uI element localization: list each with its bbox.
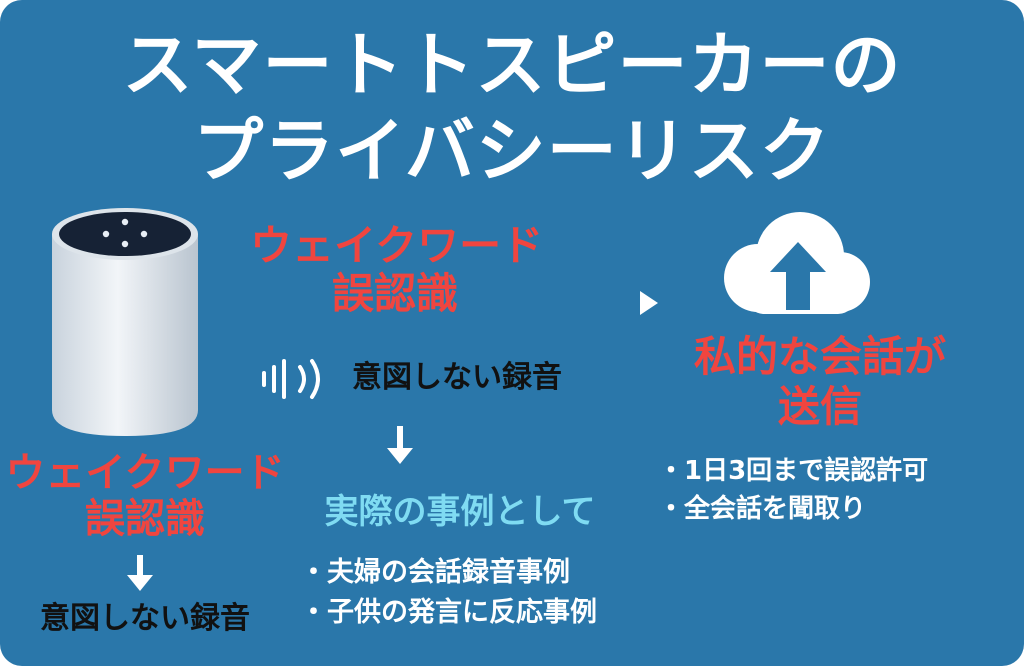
left-heading-line-1: ウェイクワード	[5, 450, 285, 496]
title-line-1: スマートトスピーカーの	[122, 24, 902, 106]
list-item: ・全会話を聞取り	[658, 494, 867, 524]
cloud-upload-icon	[724, 212, 870, 314]
play-triangle-icon	[640, 291, 658, 315]
left-heading-line-2: 誤認識	[85, 496, 205, 542]
right-heading-line-1: 私的な会話が	[693, 332, 946, 381]
list-item: ・夫婦の会話録音事例	[300, 557, 570, 588]
left-heading: ウェイクワード 誤認識	[0, 450, 290, 542]
middle-heading: ウェイクワード 誤認識	[250, 221, 544, 318]
left-result-text: 意図しない録音	[40, 601, 250, 636]
arrow-down-icon	[387, 426, 413, 464]
right-points-list: ・1日3回まで誤認許可 ・全会話を聞取り	[658, 452, 928, 528]
examples-heading: 実際の事例として	[324, 492, 596, 532]
right-heading-line-2: 送信	[777, 382, 862, 431]
sound-waves-icon	[262, 359, 320, 399]
arrow-down-icon	[127, 555, 153, 591]
middle-heading-line-2: 誤認識	[331, 269, 458, 318]
title-line-2: プライバシーリスク	[193, 110, 831, 192]
middle-heading-line-1: ウェイクワード	[250, 221, 544, 270]
page-title: スマートトスピーカーの プライバシーリスク	[0, 22, 1024, 194]
list-item: ・子供の発言に反応事例	[300, 597, 597, 628]
list-item: ・1日3回まで誤認許可	[658, 456, 929, 486]
right-heading: 私的な会話が 送信	[650, 332, 990, 432]
examples-list: ・夫婦の会話録音事例 ・子供の発言に反応事例	[300, 553, 597, 633]
middle-sound-caption: 意図しない録音	[352, 360, 562, 395]
smart-speaker-icon	[52, 208, 198, 436]
